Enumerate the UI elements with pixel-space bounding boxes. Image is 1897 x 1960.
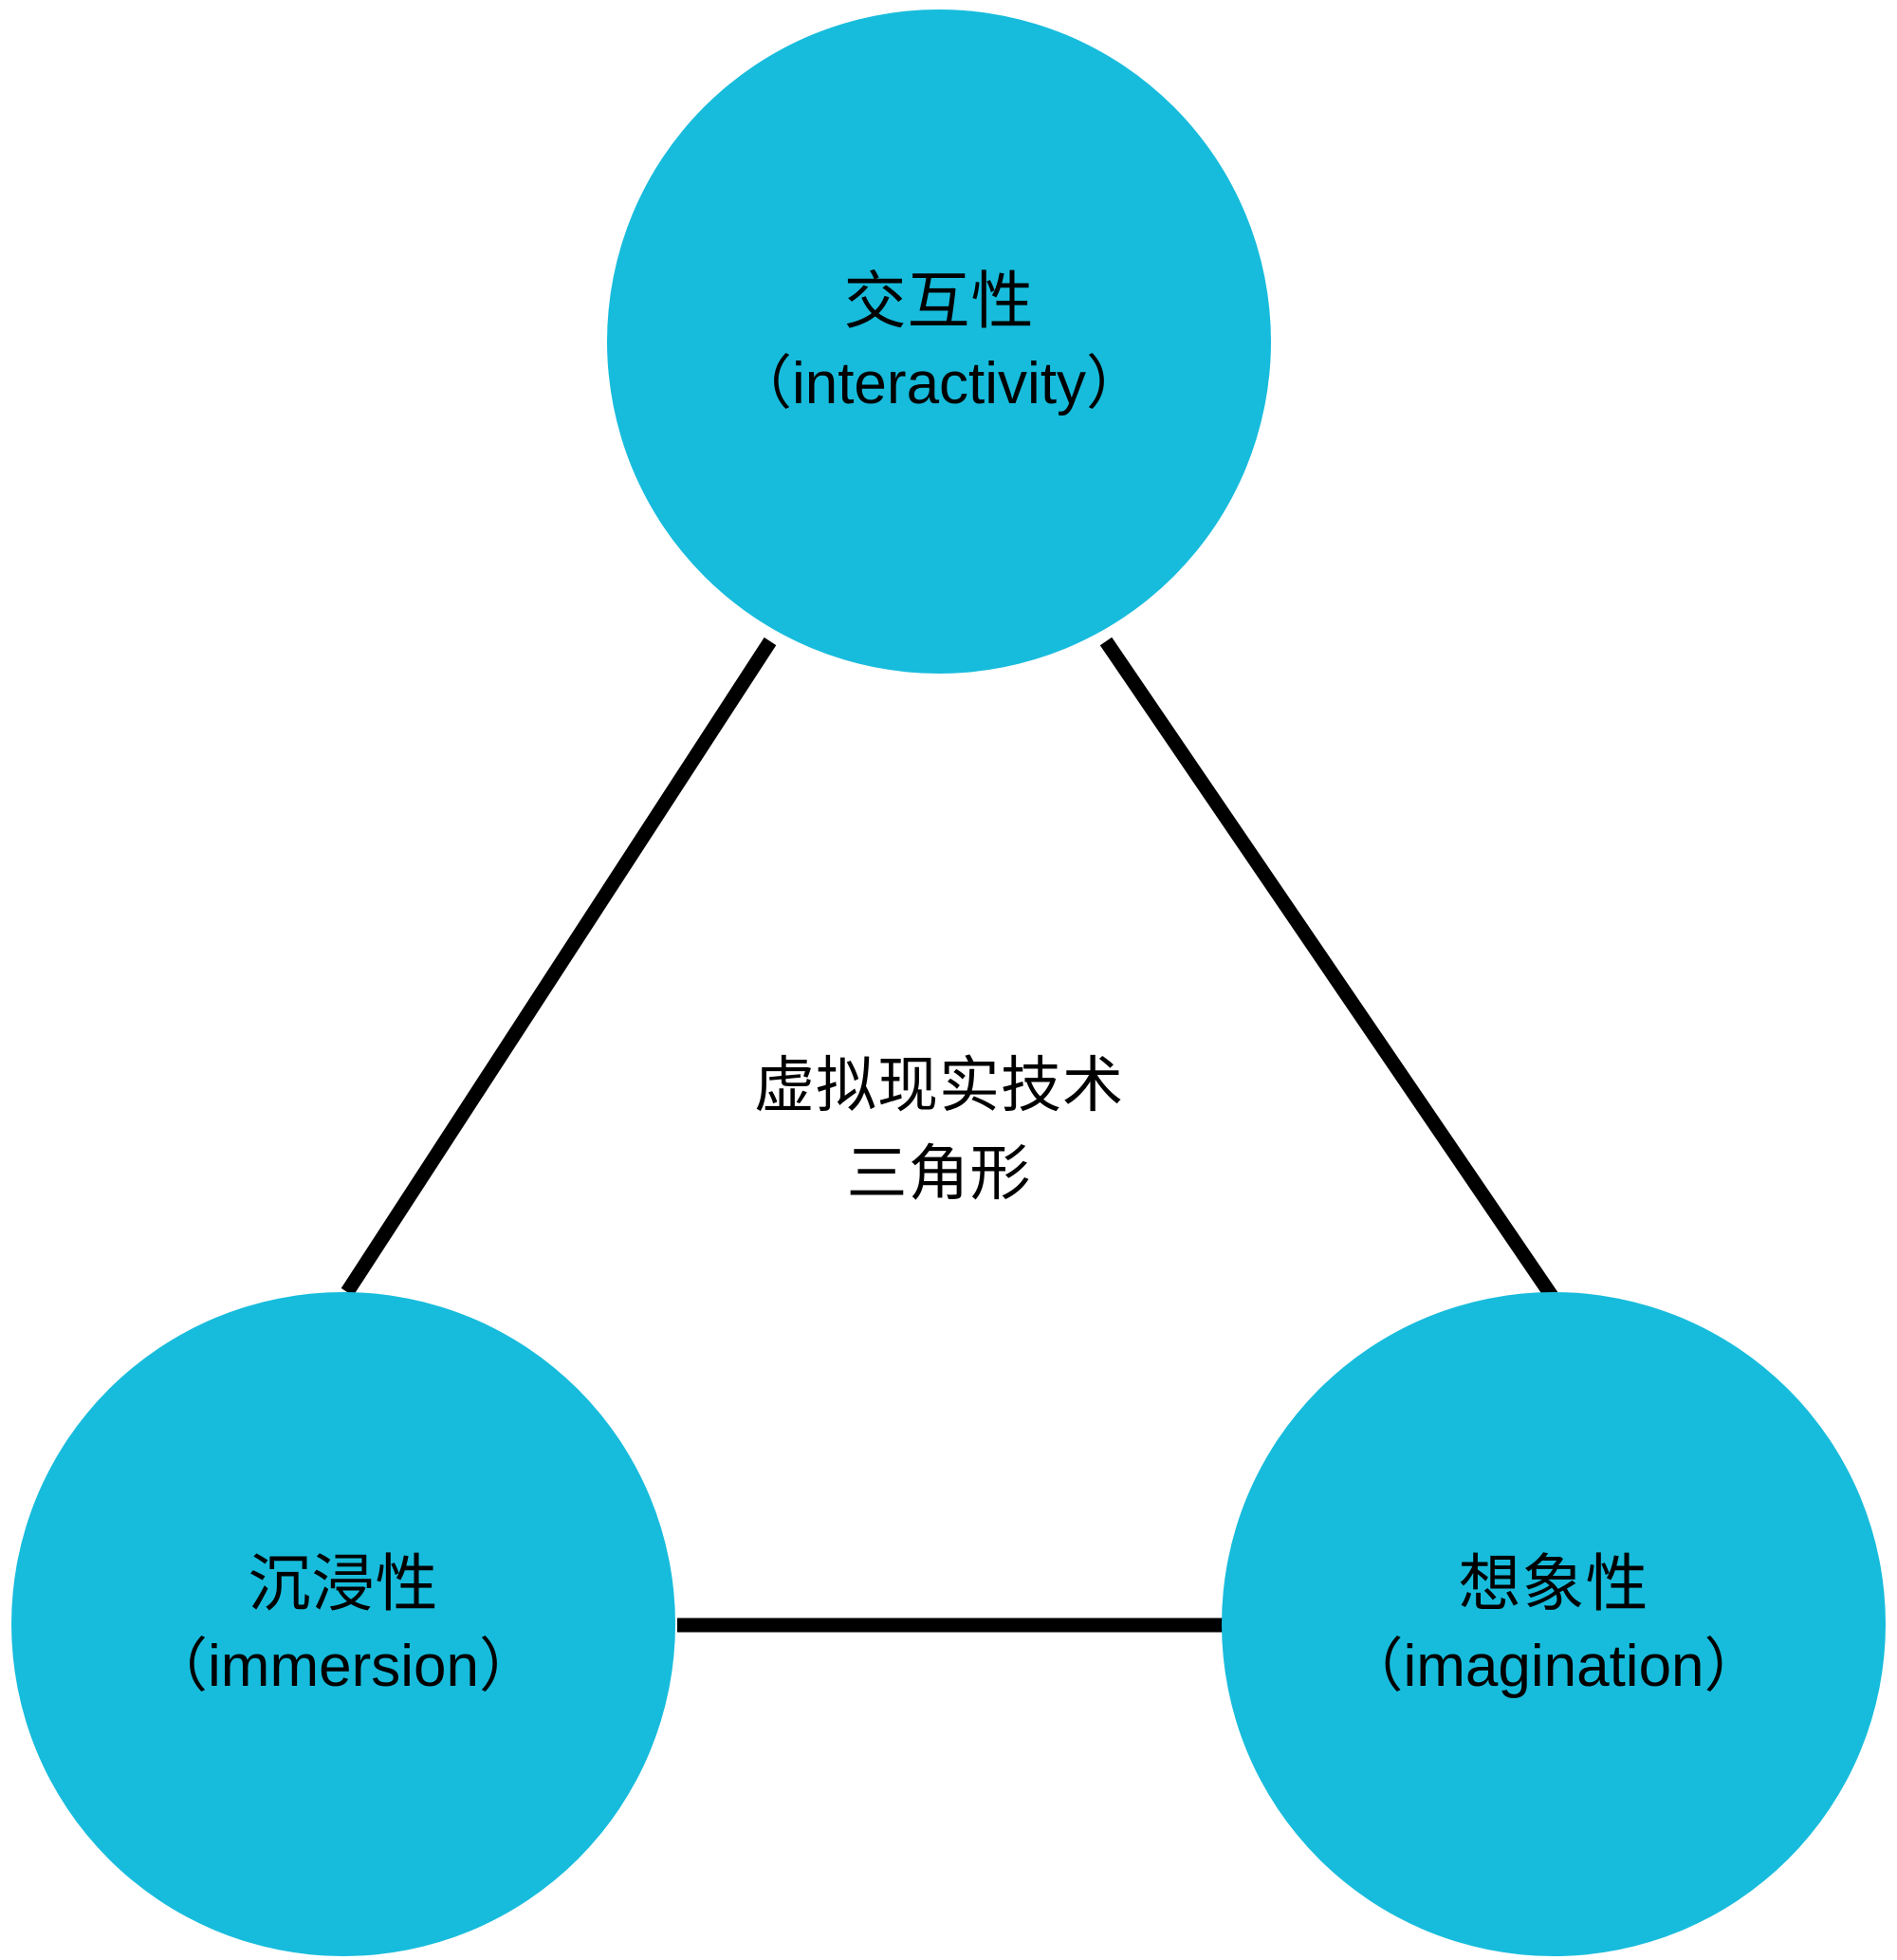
node-interactivity-label-en: （interactivity） (732, 350, 1146, 416)
node-interactivity[interactable]: 交互性 （interactivity） (607, 9, 1271, 674)
node-imagination[interactable]: 想象性 （imagination） (1222, 1292, 1886, 1956)
node-immersion-label-en: （immersion） (149, 1633, 538, 1699)
node-immersion[interactable]: 沉浸性 （immersion） (11, 1292, 675, 1956)
node-immersion-label-cn: 沉浸性 (248, 1548, 439, 1619)
node-imagination-label-cn: 想象性 (1458, 1548, 1649, 1619)
center-caption-line-2: 三角形 (846, 1138, 1032, 1208)
edge-interactivity-imagination (1099, 637, 1558, 1301)
center-caption-line-1: 虚拟现实技术 (754, 1051, 1124, 1119)
edge-interactivity-immersion (341, 637, 777, 1297)
node-interactivity-label-cn: 交互性 (843, 266, 1035, 337)
node-imagination-label-en: （imagination） (1344, 1633, 1763, 1699)
center-caption: 虚拟现实技术 三角形 (560, 1042, 1318, 1218)
